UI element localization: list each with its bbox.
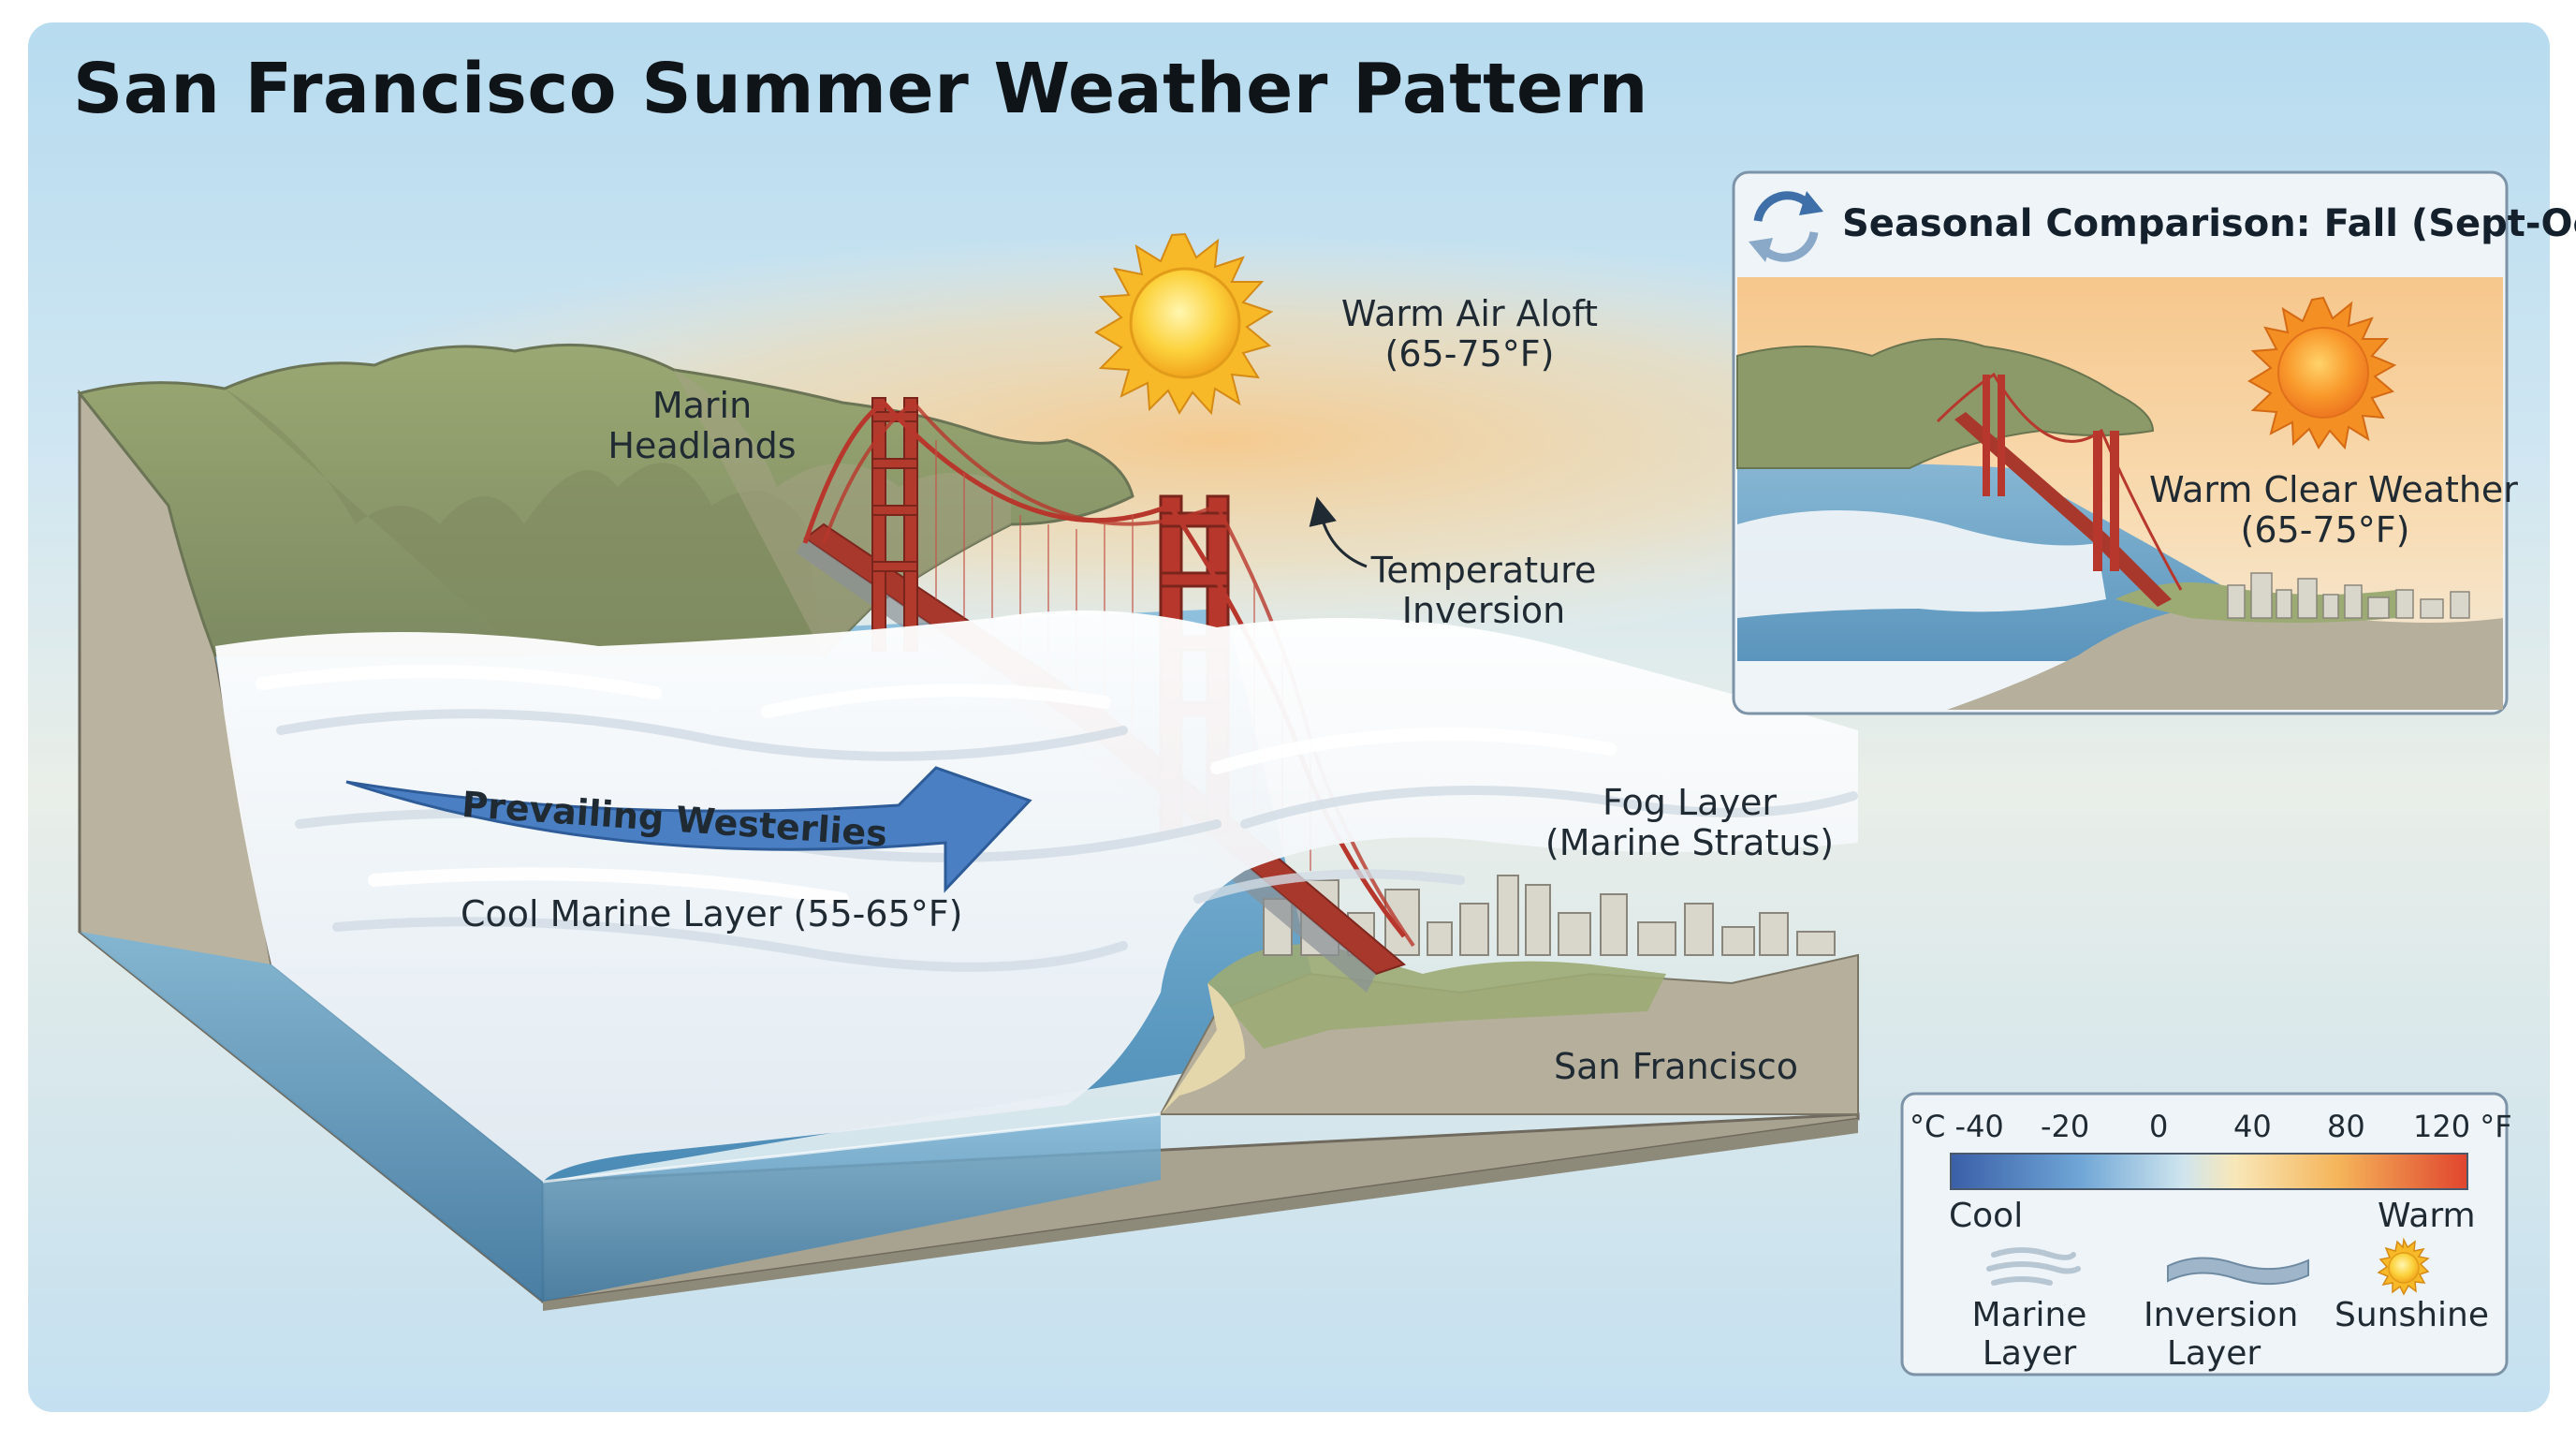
label-fog-line1: Fog Layer (1603, 782, 1777, 823)
inset-city-ground (1947, 605, 2503, 710)
label-warm-clear-line2: (65-75°F) (2240, 509, 2410, 552)
inset-bridge (1936, 372, 2183, 607)
label-marin-line1: Marin (651, 385, 753, 426)
legend-sunshine-line1: Sunshine (2334, 1296, 2490, 1334)
label-warm-clear-line1: Warm Clear Weather (2149, 469, 2518, 510)
legend-warm-label: Warm (2378, 1197, 2476, 1235)
scale-tick-0: 0 (2149, 1109, 2169, 1144)
legend-marine-line2: Layer (1982, 1334, 2077, 1374)
scale-tick-40: 40 (2233, 1109, 2272, 1144)
label-warm-air-line2: (65-75°F) (1384, 333, 1555, 375)
label-inversion-line1: Temperature (1370, 550, 1597, 591)
label-warm-air-aloft: Warm Air Aloft (65-75°F) (1320, 293, 1619, 375)
sf-beach (1161, 983, 1245, 1114)
sun-icon (1094, 232, 1274, 416)
legend-sun-icon (2377, 1237, 2430, 1296)
water-top-edge (542, 1112, 1162, 1184)
inset-hills (1736, 338, 2155, 469)
marin-ridge-shading-2 (674, 370, 1011, 655)
inset-title: Seasonal Comparison: Fall (Sept-Oct) (1842, 202, 2576, 245)
label-warm-clear-weather: Warm Clear Weather (65-75°F) (2149, 469, 2518, 552)
fog-layer (215, 611, 1858, 1182)
marine-layer-icon (1986, 1247, 2081, 1286)
scale-tick-minus40: °C -40 (1910, 1109, 2004, 1144)
legend-item-marine-layer: Marine Layer (1964, 1296, 2095, 1373)
label-marin-headlands: Marin Headlands (599, 385, 805, 467)
cycle-arrows-icon (1749, 191, 1823, 262)
inset-skyline (2227, 572, 2470, 619)
seasonal-inset-panel (1732, 170, 2509, 715)
temperature-scale-bar (1950, 1153, 2468, 1190)
inversion-layer-icon (2167, 1257, 2309, 1286)
marin-ridge-shading (225, 389, 824, 655)
ground-front-face-lower (543, 1119, 1858, 1311)
label-marin-line2: Headlands (607, 425, 797, 467)
legend-panel (1900, 1092, 2509, 1376)
legend-inversion-line2: Layer (2166, 1334, 2261, 1374)
inset-sun-icon (2247, 296, 2397, 450)
scale-tick-120: 120 °F (2413, 1109, 2512, 1144)
legend-marine-line1: Marine (1971, 1296, 2087, 1334)
scale-tick-80: 80 (2327, 1109, 2365, 1144)
label-san-francisco: San Francisco (1554, 1046, 1799, 1087)
label-cool-marine-layer: Cool Marine Layer (55-65°F) (461, 893, 963, 934)
label-warm-air-line1: Warm Air Aloft (1340, 293, 1599, 334)
label-fog-line2: (Marine Stratus) (1544, 822, 1835, 864)
scale-tick-minus20: -20 (2041, 1109, 2090, 1144)
legend-inversion-line1: Inversion (2144, 1296, 2299, 1334)
water-left-face (80, 932, 543, 1302)
inversion-pointer (1309, 496, 1368, 568)
page-title: San Francisco Summer Weather Pattern (73, 49, 1648, 129)
label-fog-layer: Fog Layer (Marine Stratus) (1544, 782, 1835, 864)
legend-cool-label: Cool (1949, 1197, 2024, 1235)
legend-item-inversion-layer: Inversion Layer (2144, 1296, 2299, 1374)
label-inversion-line2: Inversion (1401, 590, 1566, 632)
sf-coast (1208, 944, 1666, 1049)
legend-item-sunshine: Sunshine (2334, 1296, 2490, 1334)
wind-arrow-icon (345, 766, 1032, 893)
inset-fog (1737, 510, 2106, 618)
water-front-face (543, 1114, 1161, 1302)
fog-highlights (256, 665, 1617, 905)
label-temperature-inversion: Temperature Inversion (1348, 550, 1619, 632)
